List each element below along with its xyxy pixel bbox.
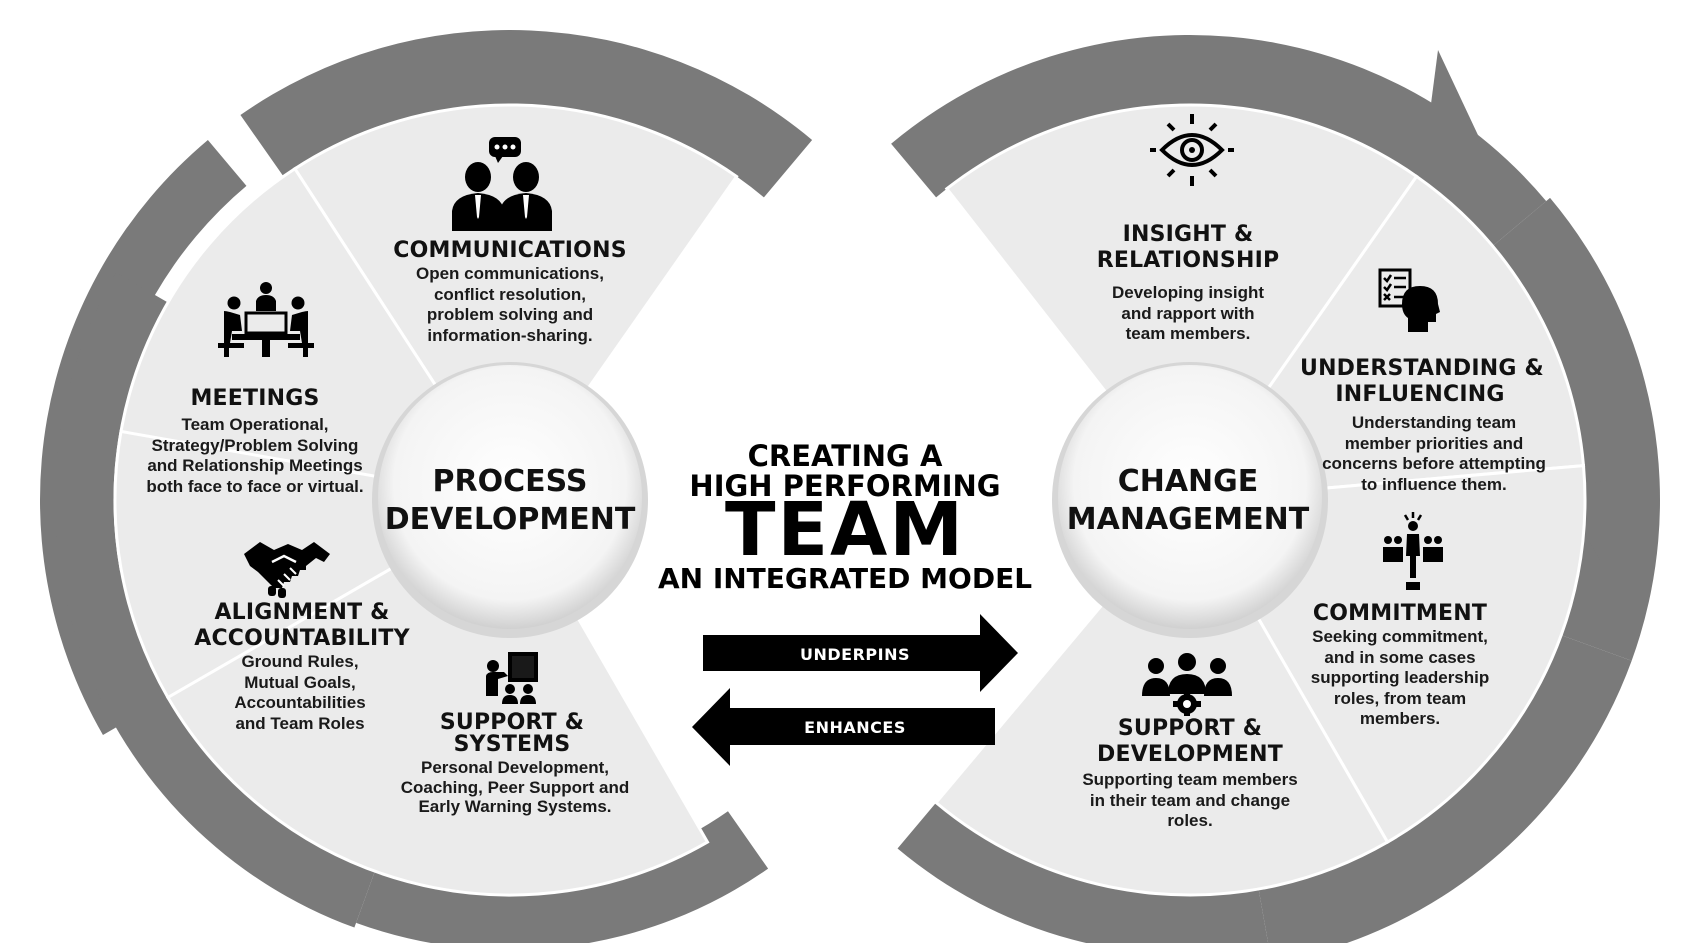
meetings-title: MEETINGS: [190, 386, 320, 411]
checklist-head-icon: [1378, 268, 1440, 337]
meetings-desc: Team Operational, Strategy/Problem Solvi…: [146, 415, 364, 496]
support-systems-title-line1: SUPPORT &: [439, 710, 585, 735]
title-line2: HIGH PERFORMING: [689, 469, 1001, 503]
underpins-label: UNDERPINS: [799, 645, 910, 664]
alignment-title: ALIGNMENT & ACCOUNTABILITY: [180, 600, 424, 652]
understanding-title-line1: UNDERSTANDING &: [1300, 356, 1544, 381]
right-ring-arc-4: [897, 802, 1269, 943]
title-line4: AN INTEGRATED MODEL: [657, 562, 1033, 595]
enhances-label: ENHANCES: [804, 718, 906, 737]
support-development-title-line2: DEVELOPMENT: [1097, 742, 1283, 767]
left-hub-label: PROCESS DEVELOPMENT: [370, 463, 650, 539]
title-line3: TEAM: [725, 487, 965, 573]
insight-title-line2: RELATIONSHIP: [1096, 248, 1280, 273]
alignment-title-line1: ALIGNMENT &: [214, 600, 390, 625]
communications-desc: Open communications, conflict resolution…: [416, 264, 604, 345]
right-ring-arc-3: [1258, 635, 1632, 943]
right-hub-line2: MANAGEMENT: [1066, 502, 1310, 537]
commitment-title: COMMITMENT: [1312, 601, 1488, 626]
two-people-chat-icon: [448, 135, 558, 236]
support-systems-title: SUPPORT & SYSTEMS: [412, 712, 612, 756]
title-line1: CREATING A: [747, 439, 943, 473]
understanding-title-line2: INFLUENCING: [1335, 382, 1505, 407]
right-hub-line1: CHANGE: [1117, 464, 1259, 499]
underpins-arrow: [703, 614, 1018, 692]
understanding-desc: Understanding team member priorities and…: [1322, 413, 1546, 494]
alignment-title-line2: ACCOUNTABILITY: [194, 626, 410, 651]
support-systems-desc: Personal Development, Coaching, Peer Sup…: [400, 758, 630, 816]
insight-desc: Developing insight and rapport with team…: [1111, 283, 1265, 343]
leader-group-icon: [1380, 512, 1446, 597]
left-wheel: [39, 30, 813, 943]
right-ring-arc-1: [891, 35, 1547, 247]
enhances-arrow: [692, 688, 995, 766]
team-gear-icon: [1142, 652, 1232, 721]
handshake-icon: [244, 540, 330, 605]
eye-icon: [1150, 112, 1234, 193]
insight-title: INSIGHT & RELATIONSHIP: [1068, 222, 1308, 274]
right-ring-arc-2: [1492, 197, 1660, 661]
left-ring-arc-1: [240, 30, 813, 198]
support-development-desc: Supporting team members in their team an…: [1082, 770, 1298, 830]
left-hub-line1: PROCESS: [432, 464, 588, 499]
insight-title-line1: INSIGHT &: [1122, 222, 1254, 247]
communications-title: COMMUNICATIONS: [393, 238, 627, 263]
understanding-title: UNDERSTANDING & INFLUENCING: [1300, 356, 1544, 408]
right-wheel: [891, 35, 1660, 943]
right-ring-arrowhead-1: [1425, 50, 1485, 150]
right-hub: [1058, 365, 1322, 629]
left-ring-arc-3: [55, 272, 375, 928]
left-hub-line2: DEVELOPMENT: [384, 502, 636, 537]
presenter-icon: [484, 652, 540, 709]
commitment-desc: Seeking commitment, and in some cases su…: [1310, 627, 1490, 728]
support-development-title: SUPPORT & DEVELOPMENT: [1070, 716, 1310, 768]
support-systems-title-line2: SYSTEMS: [453, 732, 571, 757]
right-hub-label: CHANGE MANAGEMENT: [1048, 463, 1328, 539]
support-development-title-line1: SUPPORT &: [1117, 716, 1263, 741]
alignment-desc: Ground Rules, Mutual Goals, Accountabili…: [234, 652, 366, 733]
meeting-table-icon: [218, 281, 314, 362]
left-hub: [378, 365, 642, 629]
